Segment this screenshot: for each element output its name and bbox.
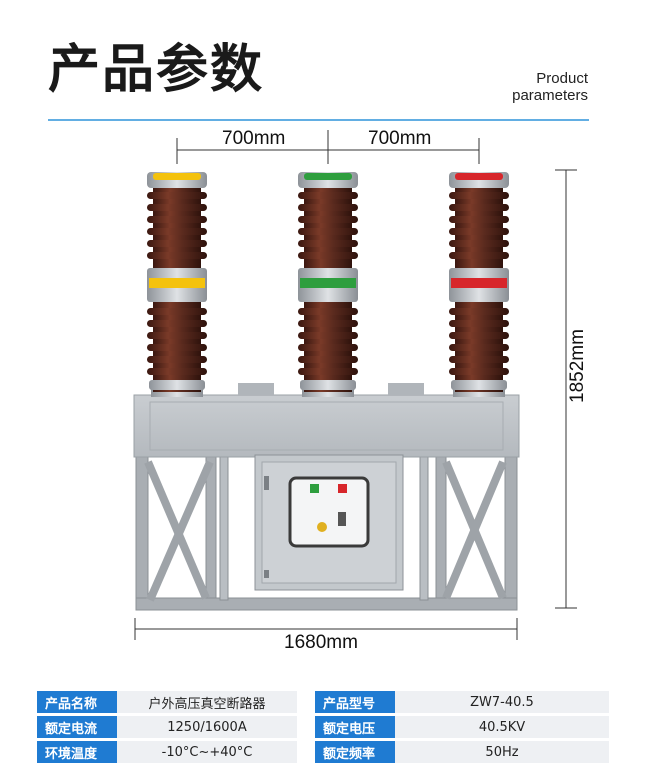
spec-value: ZW7-40.5 <box>395 691 609 713</box>
width-label: 1680mm <box>284 632 358 653</box>
spec-label: 额定电流 <box>37 716 117 738</box>
spec-value: 50Hz <box>395 741 609 763</box>
spec-table: 产品名称 户外高压真空断路器 产品型号 ZW7-40.5 额定电流 1250/1… <box>37 688 609 766</box>
pole-phase-a <box>147 172 207 397</box>
spacing-dimension-line <box>176 130 480 164</box>
pole-phase-b <box>298 172 358 397</box>
spec-value: -10°C~+40°C <box>117 741 297 763</box>
spec-label: 环境温度 <box>37 741 117 763</box>
spec-row: 额定电流 1250/1600A 额定电压 40.5KV <box>37 716 609 738</box>
header-divider <box>48 119 589 121</box>
width-dimension-line <box>134 618 518 640</box>
spec-row: 环境温度 -10°C~+40°C 额定频率 50Hz <box>37 741 609 763</box>
spec-label: 产品名称 <box>37 691 117 713</box>
page-title: 产品参数 <box>48 40 265 100</box>
spacing-right-label: 700mm <box>368 128 432 149</box>
height-label: 1852mm <box>567 329 588 403</box>
spacing-left-label: 700mm <box>222 128 286 149</box>
subtitle-line-2: parameters <box>512 87 588 104</box>
breaker-tank <box>133 383 520 458</box>
spec-label: 产品型号 <box>315 691 395 713</box>
operating-cabinet <box>254 454 404 591</box>
spec-value: 户外高压真空断路器 <box>117 691 297 713</box>
page-subtitle: Product parameters <box>512 70 588 104</box>
subtitle-line-1: Product <box>536 70 588 87</box>
breaker-illustration <box>133 130 577 640</box>
product-figure: 700mm 700mm 1852mm 1680mm <box>0 125 650 665</box>
spec-value: 1250/1600A <box>117 716 297 738</box>
pole-phase-c <box>449 172 509 397</box>
spec-label: 额定电压 <box>315 716 395 738</box>
spec-value: 40.5KV <box>395 716 609 738</box>
spec-label: 额定频率 <box>315 741 395 763</box>
spec-row: 产品名称 户外高压真空断路器 产品型号 ZW7-40.5 <box>37 691 609 713</box>
height-dimension-line <box>555 169 577 609</box>
